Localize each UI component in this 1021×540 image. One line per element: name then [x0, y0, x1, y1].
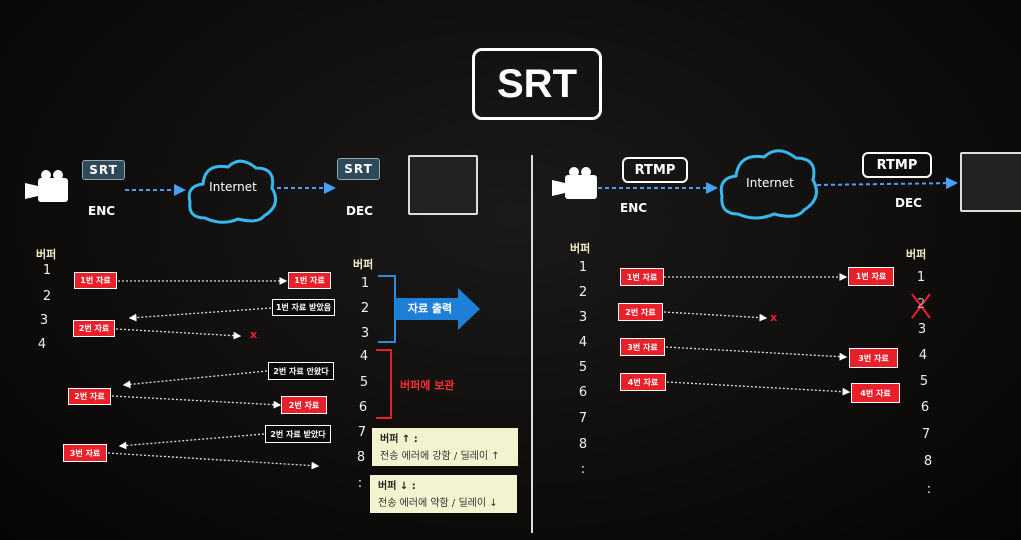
camera-icon: [552, 167, 597, 199]
buffer-number: 4: [578, 335, 588, 350]
buffer-number: 1: [360, 276, 370, 291]
decoder-device-icon: [408, 155, 478, 215]
buffer-number: 7: [357, 425, 367, 440]
buffer-number: 7: [921, 427, 931, 442]
output-arrow-shape: [395, 288, 480, 330]
lost-x-icon: x: [250, 328, 258, 341]
packet-box: 2번 자료: [73, 320, 115, 337]
buffer-number: 1: [916, 270, 926, 285]
buffer-number: 3: [917, 322, 927, 337]
buffer-number: 2: [42, 289, 52, 304]
lost-x-icon: x: [770, 311, 778, 324]
buffer-number: 8: [356, 450, 366, 465]
buffer-number: 2: [916, 297, 926, 312]
buffer-number: 4: [359, 349, 369, 364]
hold-label: 버퍼에 보관: [400, 379, 455, 392]
output-arrow-label: 자료 출력: [407, 302, 453, 315]
buffer-number: 3: [578, 310, 588, 325]
buffer-number: :: [926, 482, 932, 497]
srt-enc-badge: SRT: [82, 160, 125, 180]
buffer-number: 5: [919, 374, 929, 389]
note-title: 버퍼 ↑ :: [380, 434, 418, 445]
rtmp-dec-badge: RTMP: [862, 152, 932, 178]
decoder-device-icon: [960, 152, 1021, 212]
buffer-number: 2: [578, 285, 588, 300]
buffer-number: 4: [37, 337, 47, 352]
buffer-number: 3: [39, 313, 49, 328]
nak-box: 2번 자료 안왔다: [268, 362, 334, 380]
sender-buffer-header: 버퍼: [570, 242, 591, 255]
buffer-number: 6: [920, 400, 930, 415]
packet-box: 1번 자료: [848, 267, 894, 286]
receiver-buffer-header: 버퍼: [906, 248, 927, 261]
note-title: 버퍼 ↓ :: [378, 481, 416, 492]
buffer-number: 6: [358, 400, 368, 415]
buffer-number: 1: [42, 263, 52, 278]
note-buffer-down: 버퍼 ↓ : 전송 에러에 약함 / 딜레이 ↓: [370, 475, 517, 513]
packet-box: 2번 자료: [68, 388, 111, 405]
note-text: 전송 에러에 강함 / 딜레이 ↑: [380, 451, 500, 462]
buffer-number: 7: [578, 411, 588, 426]
slide-title: SRT: [472, 48, 602, 120]
packet-box: 3번 자료: [63, 444, 107, 462]
receiver-buffer-header: 버퍼: [353, 258, 374, 271]
dec-label: DEC: [346, 204, 373, 218]
enc-label: ENC: [620, 201, 648, 215]
sender-buffer-header: 버퍼: [36, 248, 57, 261]
output-bracket: [378, 275, 396, 343]
note-text: 전송 에러에 약함 / 딜레이 ↓: [378, 498, 498, 509]
packet-box: 2번 자료: [281, 396, 327, 414]
ack-box: 2번 자료 받았다: [265, 425, 331, 443]
cloud-icon: [187, 159, 278, 224]
buffer-number: :: [357, 476, 363, 491]
packet-box: 3번 자료: [620, 338, 665, 356]
buffer-number: 3: [360, 326, 370, 341]
buffer-number: :: [580, 462, 586, 477]
divider: [531, 155, 533, 533]
buffer-number: 5: [578, 360, 588, 375]
packet-box: 3번 자료: [849, 348, 898, 368]
camera-icon: [25, 170, 68, 202]
buffer-number: 1: [578, 260, 588, 275]
rtmp-enc-badge: RTMP: [622, 157, 688, 183]
buffer-number: 8: [923, 454, 933, 469]
note-buffer-up: 버퍼 ↑ : 전송 에러에 강함 / 딜레이 ↑: [372, 428, 518, 466]
buffer-number: 2: [360, 301, 370, 316]
packet-box: 1번 자료: [620, 268, 664, 286]
dec-label: DEC: [895, 196, 922, 210]
buffer-number: 5: [359, 375, 369, 390]
internet-label: Internet: [746, 176, 794, 190]
packet-box: 1번 자료: [74, 272, 117, 289]
ack-box: 1번 자료 받았음: [272, 299, 335, 316]
buffer-number: 4: [918, 348, 928, 363]
packet-box: 4번 자료: [851, 383, 900, 403]
lost-x-icon: [911, 293, 931, 319]
packet-box: 2번 자료: [618, 303, 663, 321]
srt-dec-badge: SRT: [337, 158, 380, 180]
packet-box: 1번 자료: [288, 272, 331, 289]
cloud-icon: [719, 149, 818, 220]
buffer-number: 6: [578, 385, 588, 400]
enc-label: ENC: [88, 204, 116, 218]
packet-box: 4번 자료: [620, 373, 666, 391]
hold-bracket: [376, 349, 392, 419]
internet-label: Internet: [209, 180, 257, 194]
buffer-number: 8: [578, 437, 588, 452]
